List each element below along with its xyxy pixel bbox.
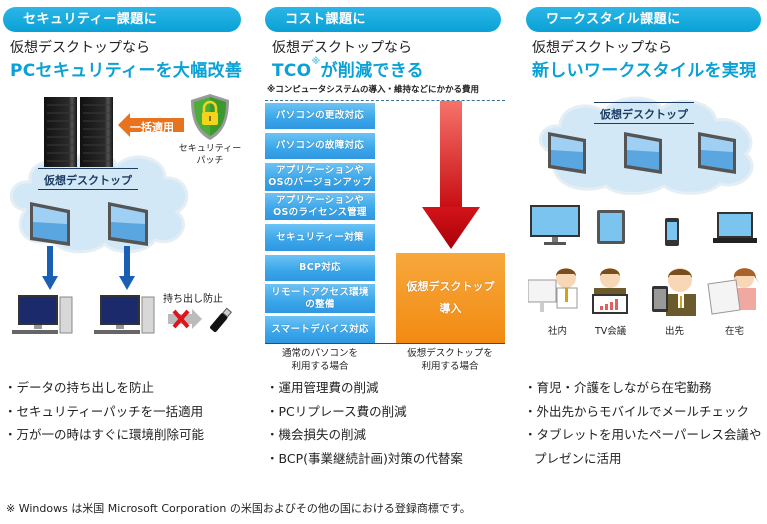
place-label: 社内 [548,326,568,337]
virtual-desktop-box: 仮想デスクトップ 導入 [396,253,505,343]
place-label: 出先 [665,326,685,337]
cost-item: パソコンの更改対応 [265,103,375,129]
cost-reduction-arrow-icon [422,101,480,249]
server-icon [44,97,113,167]
trademark-footnote: ※ Windows は米国 Microsoft Corporation の米国お… [6,502,471,515]
cost-subtitle: 仮想デスクトップなら [272,40,412,56]
desktop-pc-icon [12,295,73,334]
cost-item: パソコンの故障対応 [265,133,375,159]
patch-label: セキュリティー パッチ [178,144,242,166]
security-benefits-list: ・データの持ち出しを防止 ・セキュリティーパッチを一括適用 ・万が一の時はすぐに… [4,376,204,447]
cost-baseline [265,343,505,344]
caption-normal-pc: 通常のパソコンを 利用する場合 [281,348,358,372]
down-arrow-icon [42,246,58,290]
block-label: 持ち出し防止 [163,294,223,305]
list-item: ・機会損失の削減 [266,427,367,442]
tablet-device-icon [597,210,625,244]
cost-headline: TCO※が削減できる [272,57,424,81]
virtual-monitor-icon [30,202,70,246]
workstyle-subtitle: 仮想デスクトップなら [532,40,672,56]
workstyle-column: ワークスタイル課題に 仮想デスクトップなら 新しいワークスタイルを実現 仮想デス… [522,0,767,480]
place-label: TV会議 [595,326,627,337]
list-item: ・育児・介護をしながら在宅勤務 [524,380,712,395]
place-label: 在宅 [725,326,745,337]
monitor-device-icon [530,205,580,245]
tv-conference-person-icon [592,268,628,314]
cost-item: スマートデバイス対応 [265,316,375,343]
list-item-continuation: プレゼンに活用 [534,450,622,466]
remote-worker-icon [707,268,760,315]
cost-top-line [265,100,505,101]
cost-item: BCP対応 [265,255,375,281]
cloud-label: 仮想デスクトップ [44,174,132,187]
office-worker-icon [528,268,578,312]
cloud-label-rule-bottom [594,123,694,124]
cloud-label-rule-bottom [38,189,138,190]
list-item: ・BCP(事業継続計画)対策の代替案 [266,450,463,466]
cost-item: リモートアクセス環境の整備 [265,284,375,313]
list-item: ・万が一の時はすぐに環境削除可能 [4,427,205,442]
virtual-monitor-icon [548,132,586,174]
list-item: ・PCリプレース費の削減 [266,403,407,419]
caption-virtual-desktop: 仮想デスクトップを 利用する場合 [407,348,493,372]
list-item: ・タブレットを用いたペーパーレス会議や [524,427,762,442]
security-subtitle: 仮想デスクトップなら [10,40,150,56]
cost-item: セキュリティー対策 [265,224,375,251]
security-pill: セキュリティー課題に [3,7,241,32]
apply-arrow-icon [118,113,184,137]
workstyle-pill: ワークスタイル課題に [526,7,761,32]
cost-note: ※コンピュータシステムの導入・維持などにかかる費用 [267,85,480,95]
virtual-monitor-icon [698,132,736,174]
smartphone-device-icon [665,218,679,246]
cloud-label-rule-top [38,168,138,169]
desktop-pc-icon [94,295,155,334]
security-headline: PCセキュリティーを大幅改善 [10,61,243,81]
workstyle-benefits-list: ・育児・介護をしながら在宅勤務 ・外出先からモバイルでメールチェック ・タブレッ… [524,376,761,470]
list-item: ・セキュリティーパッチを一括適用 [4,403,204,419]
laptop-device-icon [713,212,757,243]
virtual-monitor-icon [624,132,662,174]
down-arrow-icon [119,246,135,290]
apply-label: 一括適用 [130,121,174,134]
cost-benefits-list: ・運用管理費の削減 ・PCリプレース費の削減 ・機会損失の削減 ・BCP(事業継… [266,376,463,470]
cloud-label: 仮想デスクトップ [600,108,688,121]
virtual-monitor-icon [108,202,148,246]
list-item: ・運用管理費の削減 [266,380,379,395]
blocked-transfer-icon [168,307,233,332]
mobile-worker-icon [652,268,696,316]
list-item: ・データの持ち出しを防止 [4,380,155,395]
workstyle-headline: 新しいワークスタイルを実現 [532,61,757,81]
security-column: セキュリティー課題に 仮想デスクトップなら PCセキュリティーを大幅改善 一括適… [0,0,250,480]
cloud-label-rule-top [594,102,694,103]
cost-pill: コスト課題に [265,7,501,32]
security-shield-icon [191,94,229,140]
list-item: ・外出先からモバイルでメールチェック [524,403,750,419]
cost-column: コスト課題に 仮想デスクトップなら TCO※が削減できる ※コンピュータシステム… [262,0,512,480]
